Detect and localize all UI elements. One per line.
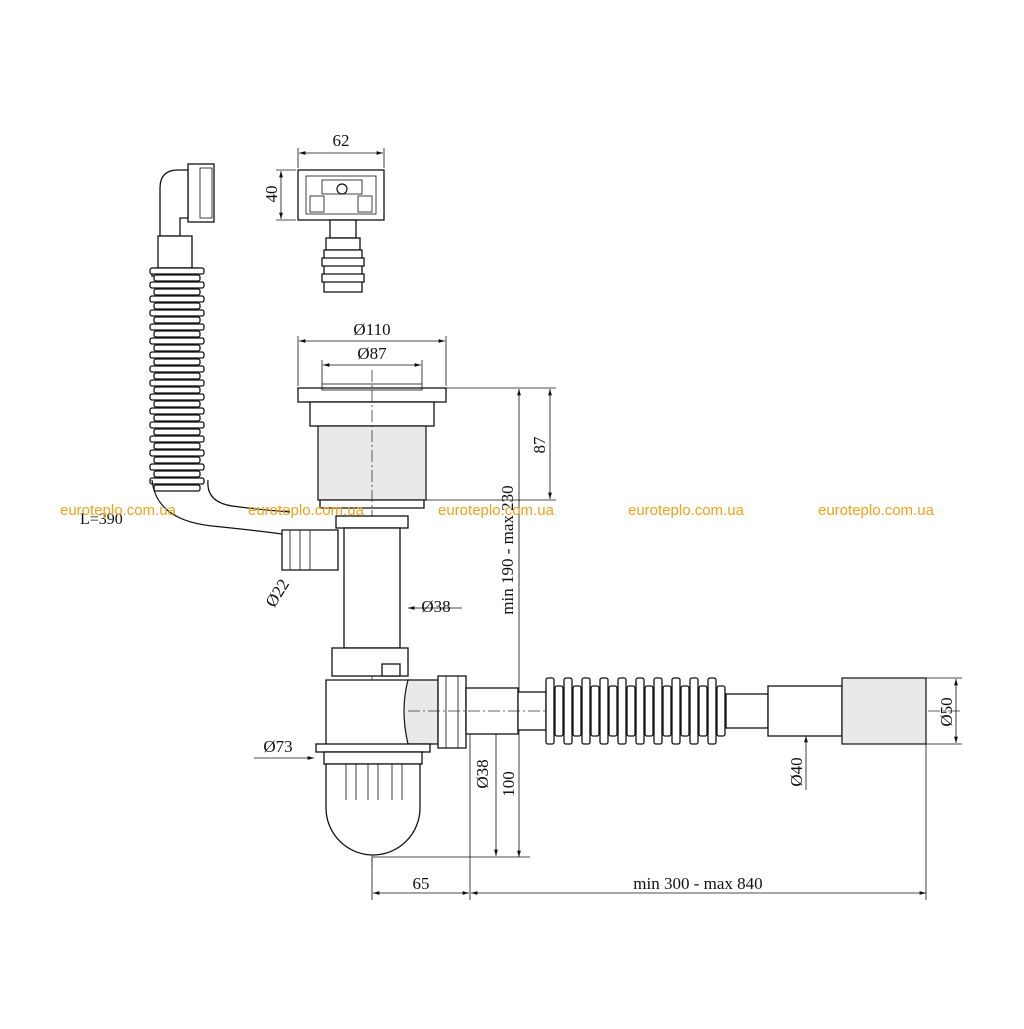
- strainer-dims: [297, 336, 556, 857]
- hose-rib: [662, 685, 672, 737]
- outlet-end: [725, 677, 962, 790]
- dim-end-diameter: Ø50: [937, 697, 956, 726]
- hose-rib: [716, 685, 726, 737]
- hose-rib: [149, 295, 205, 303]
- overflow-hose: [151, 163, 215, 277]
- strainer-body: [297, 370, 447, 870]
- hose-rib: [153, 274, 201, 282]
- hose-rib: [153, 316, 201, 324]
- dim-top-width: 62: [333, 131, 350, 150]
- hose-rib: [153, 330, 201, 338]
- hose-rib: [563, 677, 573, 745]
- hose-rib: [153, 400, 201, 408]
- dim-offset: 65: [413, 874, 430, 893]
- dim-hose-diameter: Ø40: [787, 757, 806, 786]
- dim-total-height: min 190 - max 230: [498, 485, 517, 614]
- hose-rib: [581, 677, 591, 745]
- watermark-2: euroteplo.com.ua: [248, 502, 365, 519]
- watermark-5: euroteplo.com.ua: [818, 502, 935, 519]
- dim-bowl-diameter: Ø73: [263, 737, 292, 756]
- dim-top-height: 40: [262, 186, 281, 203]
- hose-rib: [653, 677, 663, 745]
- hose-rib: [153, 414, 201, 422]
- hose-rib: [635, 677, 645, 745]
- watermark-1: euroteplo.com.ua: [60, 502, 177, 519]
- hose-rib: [153, 470, 201, 478]
- siphon-bowl: [315, 647, 439, 856]
- hose-rib: [617, 677, 627, 745]
- hose-rib: [680, 685, 690, 737]
- hose-rib: [149, 435, 205, 443]
- hose-rib: [149, 393, 205, 401]
- dim-strainer-outer: Ø110: [353, 320, 390, 339]
- dim-body-height: 87: [530, 436, 549, 454]
- hose-rib: [149, 309, 205, 317]
- hose-rib: [149, 379, 205, 387]
- hose-rib: [689, 677, 699, 745]
- hose-rib: [149, 365, 205, 373]
- dim-strainer-inner: Ø87: [357, 344, 387, 363]
- hose-rib: [149, 463, 205, 471]
- dim-siphon-height: 100: [499, 771, 518, 797]
- hose-rib: [149, 337, 205, 345]
- hose-rib: [608, 685, 618, 737]
- hose-rib: [149, 323, 205, 331]
- overflow-hose-bend: [151, 479, 291, 535]
- hose-rib: [545, 677, 555, 745]
- hose-rib: [153, 358, 201, 366]
- hose-rib: [149, 421, 205, 429]
- hose-rib: [153, 302, 201, 310]
- dim-outlet-diameter: Ø38: [473, 759, 492, 788]
- hose-rib: [671, 677, 681, 745]
- hose-rib: [149, 407, 205, 415]
- hose-rib: [153, 344, 201, 352]
- outlet-assembly: [408, 675, 960, 749]
- outlet-hose-corrugation: [545, 677, 726, 745]
- hose-rib: [572, 685, 582, 737]
- hose-rib: [153, 428, 201, 436]
- hose-rib: [153, 442, 201, 450]
- hose-rib: [153, 386, 201, 394]
- hose-rib: [149, 281, 205, 289]
- watermark-3: euroteplo.com.ua: [438, 502, 555, 519]
- hose-rib: [153, 372, 201, 380]
- hose-rib: [554, 685, 564, 737]
- hose-rib: [149, 477, 205, 485]
- hose-rib: [626, 685, 636, 737]
- hose-rib: [153, 456, 201, 464]
- vertical-pipe: [281, 515, 462, 649]
- hose-rib: [153, 484, 201, 492]
- overflow-head: [276, 148, 385, 293]
- watermark-4: euroteplo.com.ua: [628, 502, 745, 519]
- hose-rib: [698, 685, 708, 737]
- hose-rib: [707, 677, 717, 745]
- dim-overflow-diameter: Ø22: [262, 576, 294, 611]
- dim-pipe-diameter: Ø38: [421, 597, 450, 616]
- overflow-hose-corrugation: [149, 267, 205, 492]
- hose-rib: [149, 449, 205, 457]
- hose-rib: [590, 685, 600, 737]
- hose-rib: [153, 288, 201, 296]
- siphon-dims: [254, 710, 927, 900]
- dim-overflow-hose-length: L=390: [80, 511, 123, 528]
- hose-rib: [149, 267, 205, 275]
- hose-rib: [599, 677, 609, 745]
- hose-rib: [149, 351, 205, 359]
- dim-hose-length: min 300 - max 840: [633, 874, 762, 893]
- hose-rib: [644, 685, 654, 737]
